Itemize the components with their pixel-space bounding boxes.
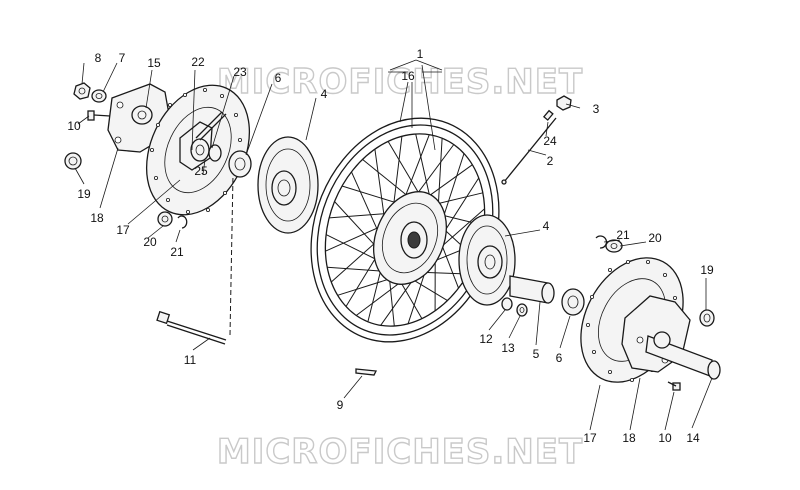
wheel-spoke xyxy=(325,234,381,262)
wheel-spoke xyxy=(402,134,430,202)
watermark-top: MICROFICHES.NET xyxy=(217,62,583,102)
bolt-10-left xyxy=(87,110,111,121)
nipple-24 xyxy=(542,109,554,121)
wheel-spoke xyxy=(351,171,381,236)
callout-5: 5 xyxy=(533,347,540,361)
callout-13: 13 xyxy=(501,341,515,355)
spacer-5 xyxy=(509,275,555,304)
bearing-6-right xyxy=(561,288,585,316)
hub-flange-4-left xyxy=(257,136,319,234)
axle-14 xyxy=(645,331,721,380)
wheel-spoke xyxy=(327,266,387,272)
callout-17-right: 17 xyxy=(583,431,597,445)
wheel-spoke xyxy=(441,153,465,223)
hub-flange-4-right xyxy=(458,214,516,306)
clip-21-right xyxy=(595,235,608,249)
wheel-spoke xyxy=(437,138,443,211)
wheel-spoke xyxy=(439,241,459,289)
washer-7 xyxy=(91,89,107,103)
wheel-spoke xyxy=(334,201,379,250)
ring-20-left xyxy=(157,211,173,227)
callout-17-left: 17 xyxy=(116,223,130,237)
callout-20-right: 20 xyxy=(648,231,662,245)
wheel-spoke xyxy=(433,192,483,206)
callout-24: 24 xyxy=(543,134,557,148)
callout-18-right: 18 xyxy=(622,431,636,445)
cap-19-left xyxy=(64,152,82,170)
wheel-spoke xyxy=(388,273,395,327)
wheel-spoke xyxy=(440,177,480,237)
nut-3 xyxy=(556,95,572,111)
spoke-2 xyxy=(501,117,557,185)
callout-14: 14 xyxy=(686,431,700,445)
wheel-spoke xyxy=(337,276,396,296)
callout-9: 9 xyxy=(337,398,344,412)
callout-8: 8 xyxy=(95,51,102,65)
callout-21-left: 21 xyxy=(170,245,184,259)
callout-11: 11 xyxy=(184,353,197,367)
nut-12 xyxy=(501,297,513,311)
callout-15: 15 xyxy=(147,56,161,70)
callout-16: 16 xyxy=(401,69,415,83)
callout-2: 2 xyxy=(547,154,554,168)
hub-parts-22-23-25 xyxy=(179,111,227,171)
watermark-bottom: MICROFICHES.NET xyxy=(217,432,583,472)
callout-4-right: 4 xyxy=(543,219,550,233)
washer-13 xyxy=(516,303,528,317)
leader-lines xyxy=(74,59,713,431)
nut-8 xyxy=(73,82,91,100)
wheel-spoke xyxy=(437,208,485,251)
callout-20-left: 20 xyxy=(143,235,157,249)
callout-6-right: 6 xyxy=(556,351,563,365)
wheel-spoke xyxy=(329,212,390,219)
callout-7: 7 xyxy=(119,51,126,65)
callout-1: 1 xyxy=(417,47,424,61)
wheel-spoke xyxy=(330,239,379,283)
wheel-spoke xyxy=(415,133,432,203)
wheel-spoke xyxy=(413,144,455,198)
wheel-spoke xyxy=(362,159,411,199)
bolt-10-right xyxy=(667,381,681,391)
wheel-spoke xyxy=(367,265,383,322)
cap-19-right xyxy=(699,309,715,327)
axle-bolt-11 xyxy=(156,310,227,345)
wheel-spoke xyxy=(392,136,403,210)
callout-6-left: 6 xyxy=(275,71,282,85)
callout-19-left: 19 xyxy=(77,187,91,201)
callout-25: 25 xyxy=(194,164,208,178)
callout-10-right: 10 xyxy=(658,431,672,445)
bearing-6-left xyxy=(228,150,252,178)
wheel-spoke xyxy=(424,164,473,200)
pivot-15 xyxy=(131,105,153,125)
callout-12: 12 xyxy=(479,332,493,346)
callout-18-left: 18 xyxy=(90,211,104,225)
wheel-spoke xyxy=(374,149,386,222)
pin-9 xyxy=(355,368,378,376)
callout-19-right: 19 xyxy=(700,263,714,277)
wheel-spoke xyxy=(345,253,379,307)
wheel-spoke xyxy=(409,277,448,302)
callout-23: 23 xyxy=(233,65,247,79)
callout-3: 3 xyxy=(593,102,600,116)
wheel-spoke xyxy=(325,225,383,252)
callout-21-right: 21 xyxy=(616,228,630,242)
callout-labels: 1 16 3 24 2 4 6 23 22 15 7 8 10 19 18 17… xyxy=(67,47,714,445)
callout-10-left: 10 xyxy=(67,119,81,133)
callout-4-left: 4 xyxy=(321,87,328,101)
wheel-spoke xyxy=(387,141,422,199)
assembly-line-dashed xyxy=(229,174,234,336)
wheel-spoke xyxy=(341,185,400,205)
clip-21-left xyxy=(177,215,188,229)
ring-20-right xyxy=(605,239,623,253)
callout-22: 22 xyxy=(191,55,205,69)
